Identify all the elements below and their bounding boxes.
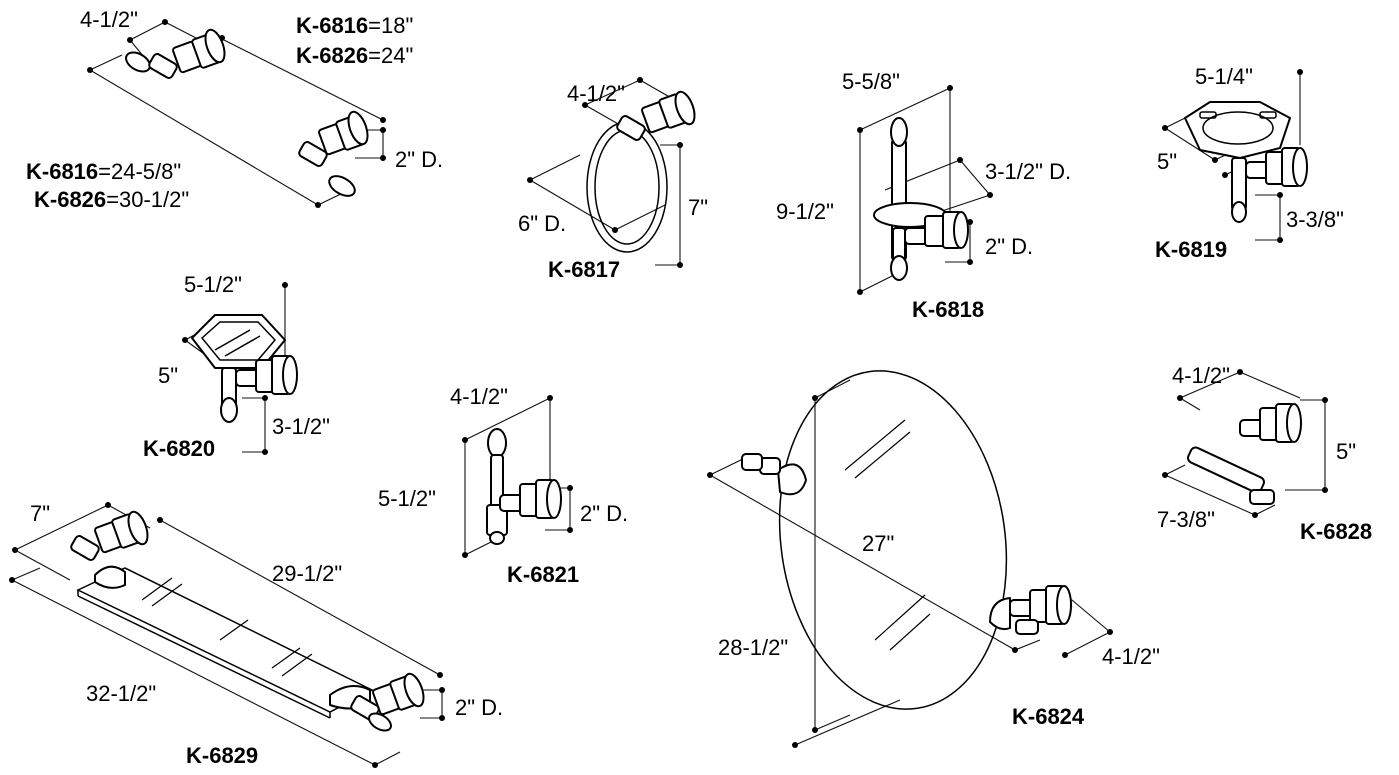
soap-dish-drawing bbox=[182, 282, 298, 455]
towel-bar-drawing bbox=[87, 19, 386, 208]
towel-bar-model-1-length: K-6816=18" bbox=[296, 13, 414, 38]
paper-holder-model-label: K-6828 bbox=[1300, 519, 1373, 544]
tissue-holder-drawing bbox=[857, 85, 993, 295]
mirror-dimension-lines bbox=[707, 379, 1113, 748]
towel-bar-dimension-lines bbox=[87, 19, 386, 208]
glass-shelf-model-label: K-6829 bbox=[186, 743, 259, 768]
robe-hook-dimension-lines bbox=[462, 395, 573, 558]
mirror-object bbox=[741, 370, 1072, 710]
glass-shelf-overall-label: 32-1/2" bbox=[86, 681, 157, 706]
tissue-holder-base-label: 2" D. bbox=[985, 234, 1034, 259]
tumbler-holder-model-label: K-6819 bbox=[1155, 237, 1228, 262]
robe-hook-base-label: 2" D. bbox=[580, 501, 629, 526]
towel-bar-model-1-overall: K-6816=24-5/8" bbox=[26, 159, 182, 184]
paper-holder-height-label: 5" bbox=[1336, 439, 1357, 464]
soap-dish-projection-label: 5-1/2" bbox=[184, 272, 242, 297]
towel-ring-object bbox=[586, 90, 696, 253]
tissue-holder-model-label: K-6818 bbox=[912, 297, 985, 322]
mirror-height-label: 28-1/2" bbox=[718, 635, 789, 660]
mirror-drawing bbox=[707, 370, 1113, 748]
glass-shelf-object bbox=[70, 510, 425, 732]
towel-bar-object bbox=[125, 28, 369, 197]
towel-ring-height-label: 7" bbox=[688, 195, 709, 220]
towel-ring-projection-label: 4-1/2" bbox=[567, 81, 625, 106]
paper-holder-object bbox=[1187, 403, 1302, 505]
soap-dish-width-label: 5" bbox=[158, 363, 179, 388]
glass-shelf-depth-label: 7" bbox=[30, 501, 51, 526]
towel-ring-model-label: K-6817 bbox=[548, 257, 621, 282]
towel-bar-base-label: 2" D. bbox=[395, 147, 444, 172]
tumbler-holder-width-label: 5" bbox=[1157, 149, 1178, 174]
paper-holder-dimension-lines bbox=[1162, 369, 1328, 518]
soap-dish-object bbox=[191, 314, 298, 423]
tumbler-holder-drawing bbox=[1162, 69, 1308, 243]
glass-shelf-drawing bbox=[9, 502, 445, 768]
glass-shelf-base-label: 2" D. bbox=[455, 695, 504, 720]
mirror-projection-label: 4-1/2" bbox=[1102, 644, 1160, 669]
paper-holder-width-label: 7-3/8" bbox=[1157, 507, 1215, 532]
robe-hook-model-label: K-6821 bbox=[507, 562, 580, 587]
tumbler-holder-projection-label: 5-1/4" bbox=[1195, 64, 1253, 89]
glass-shelf-length-label: 29-1/2" bbox=[272, 561, 343, 586]
robe-hook-drawing bbox=[462, 395, 573, 558]
soap-dish-drop-label: 3-1/2" bbox=[272, 414, 330, 439]
robe-hook-projection-label: 4-1/2" bbox=[450, 384, 508, 409]
paper-holder-drawing bbox=[1162, 369, 1328, 518]
tissue-holder-height-label: 9-1/2" bbox=[776, 199, 834, 224]
tissue-holder-projection-label: 5-5/8" bbox=[842, 69, 900, 94]
towel-bar-model-2-length: K-6826=24" bbox=[296, 43, 414, 68]
tissue-holder-object bbox=[873, 117, 969, 281]
towel-bar-projection-label: 4-1/2" bbox=[80, 7, 138, 32]
tumbler-holder-drop-label: 3-3/8" bbox=[1286, 207, 1344, 232]
soap-dish-model-label: K-6820 bbox=[143, 436, 216, 461]
towel-ring-drawing bbox=[527, 77, 696, 268]
robe-hook-height-label: 5-1/2" bbox=[378, 486, 436, 511]
mirror-model-label: K-6824 bbox=[1012, 704, 1085, 729]
mirror-width-label: 27" bbox=[862, 531, 895, 556]
towel-bar-model-2-overall: K-6826=30-1/2" bbox=[34, 187, 190, 212]
towel-ring-diameter-label: 6" D. bbox=[518, 211, 567, 236]
robe-hook-object bbox=[486, 428, 562, 545]
tumbler-holder-object bbox=[1184, 101, 1308, 223]
paper-holder-projection-label: 4-1/2" bbox=[1172, 363, 1230, 388]
tissue-holder-plate-label: 3-1/2" D. bbox=[985, 159, 1072, 184]
